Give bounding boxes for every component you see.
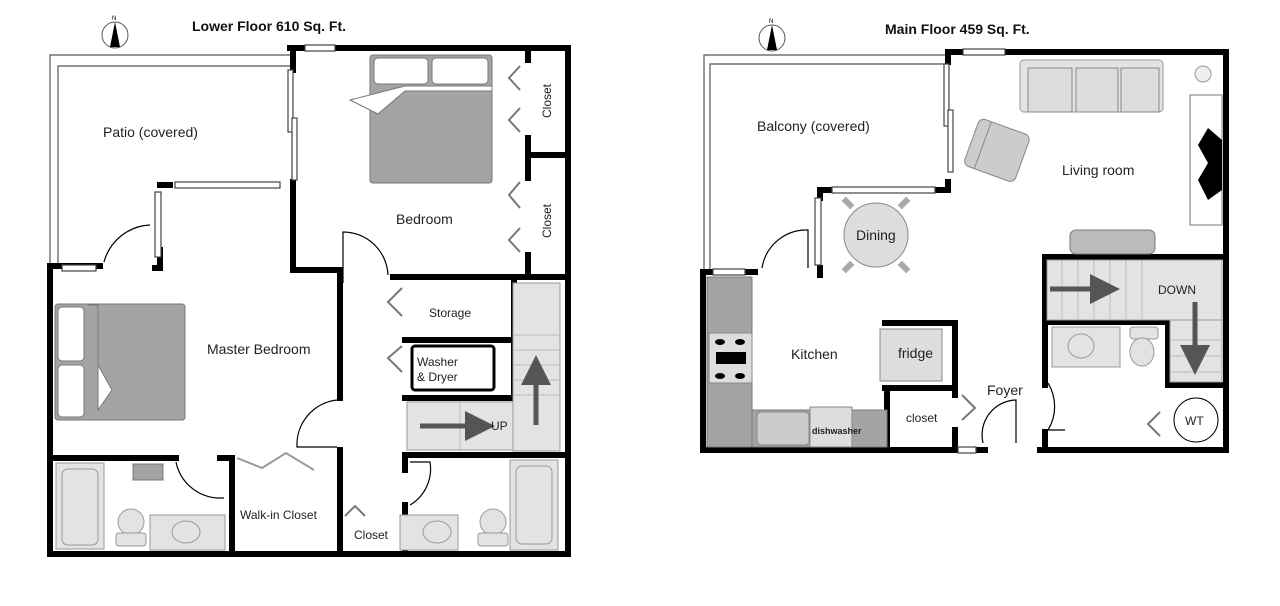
svg-text:N: N xyxy=(112,16,116,22)
label-kitchen: Kitchen xyxy=(791,346,838,362)
bed xyxy=(348,54,493,184)
window xyxy=(814,197,822,266)
window xyxy=(712,268,746,276)
window xyxy=(957,446,977,454)
label-washer: Washer xyxy=(417,355,458,369)
bifold-door[interactable] xyxy=(236,451,315,471)
label-dryer: & Dryer xyxy=(417,370,458,384)
closet-door-chevrons[interactable] xyxy=(961,394,1161,437)
label-dining: Dining xyxy=(856,227,896,243)
label-walkin-closet: Walk-in Closet xyxy=(240,508,318,522)
front-door[interactable] xyxy=(981,399,1017,444)
window xyxy=(831,186,936,194)
master-door[interactable] xyxy=(296,399,338,448)
window xyxy=(962,48,1006,56)
lower-floor-title: Lower Floor 610 Sq. Ft. xyxy=(192,18,346,34)
svg-text:N: N xyxy=(769,19,773,25)
sink-icon xyxy=(756,411,810,446)
master-bed xyxy=(54,303,186,421)
lower-stairs[interactable] xyxy=(406,282,561,452)
compass-icon: N xyxy=(758,19,786,52)
water-tank xyxy=(1173,397,1219,443)
label-storage: Storage xyxy=(429,306,471,320)
armchair xyxy=(964,118,1030,182)
patio-outline xyxy=(49,54,290,266)
window xyxy=(947,109,954,173)
label-living-room: Living room xyxy=(1062,162,1134,178)
label-closet: Closet xyxy=(354,528,389,542)
label-balcony: Balcony (covered) xyxy=(757,118,870,134)
bath-door[interactable] xyxy=(1046,382,1065,431)
window xyxy=(154,191,162,258)
sofa xyxy=(1019,59,1164,113)
dishwasher xyxy=(809,406,853,448)
powder-room-fixtures xyxy=(1051,326,1159,368)
window xyxy=(287,69,294,133)
lower-floor-plan: Lower Floor 610 Sq. Ft. N xyxy=(47,16,571,557)
washer-dryer xyxy=(410,344,496,392)
dining-table xyxy=(841,196,911,274)
label-dishwasher: dishwasher xyxy=(812,426,862,436)
compass-icon: N xyxy=(101,16,129,49)
window xyxy=(943,63,950,127)
window xyxy=(174,181,281,189)
label-patio: Patio (covered) xyxy=(103,124,198,140)
label-foyer: Foyer xyxy=(987,382,1023,398)
patio-door[interactable] xyxy=(103,224,151,263)
label-bedroom: Bedroom xyxy=(396,211,453,227)
bath-door[interactable] xyxy=(175,461,224,499)
main-floor-plan: Main Floor 459 Sq. Ft. N xyxy=(700,19,1229,454)
label-fridge: fridge xyxy=(898,345,933,361)
tv-stand xyxy=(1069,229,1156,255)
plant-icon xyxy=(1194,65,1212,83)
closet-door-chevrons[interactable] xyxy=(344,65,521,517)
label-closet: closet xyxy=(906,411,938,425)
label-water-tank: WT xyxy=(1185,414,1204,428)
bathroom-fixtures xyxy=(55,459,559,551)
balcony-door[interactable] xyxy=(761,229,809,269)
fireplace xyxy=(1189,94,1223,226)
kitchen-counters xyxy=(706,276,943,448)
balcony-outline xyxy=(703,54,945,272)
main-stairs[interactable] xyxy=(1046,259,1223,383)
bath2-door[interactable] xyxy=(409,461,432,506)
main-floor-title: Main Floor 459 Sq. Ft. xyxy=(885,21,1030,37)
label-stairs-up: UP xyxy=(491,419,508,433)
window xyxy=(304,44,336,52)
label-closet: Closet xyxy=(540,83,554,118)
window xyxy=(291,117,298,181)
label-closet: Closet xyxy=(540,203,554,238)
label-master-bedroom: Master Bedroom xyxy=(207,341,310,357)
label-stairs-down: DOWN xyxy=(1158,283,1196,297)
fridge xyxy=(879,328,943,382)
bedroom-door[interactable] xyxy=(342,231,389,283)
window xyxy=(61,264,97,272)
